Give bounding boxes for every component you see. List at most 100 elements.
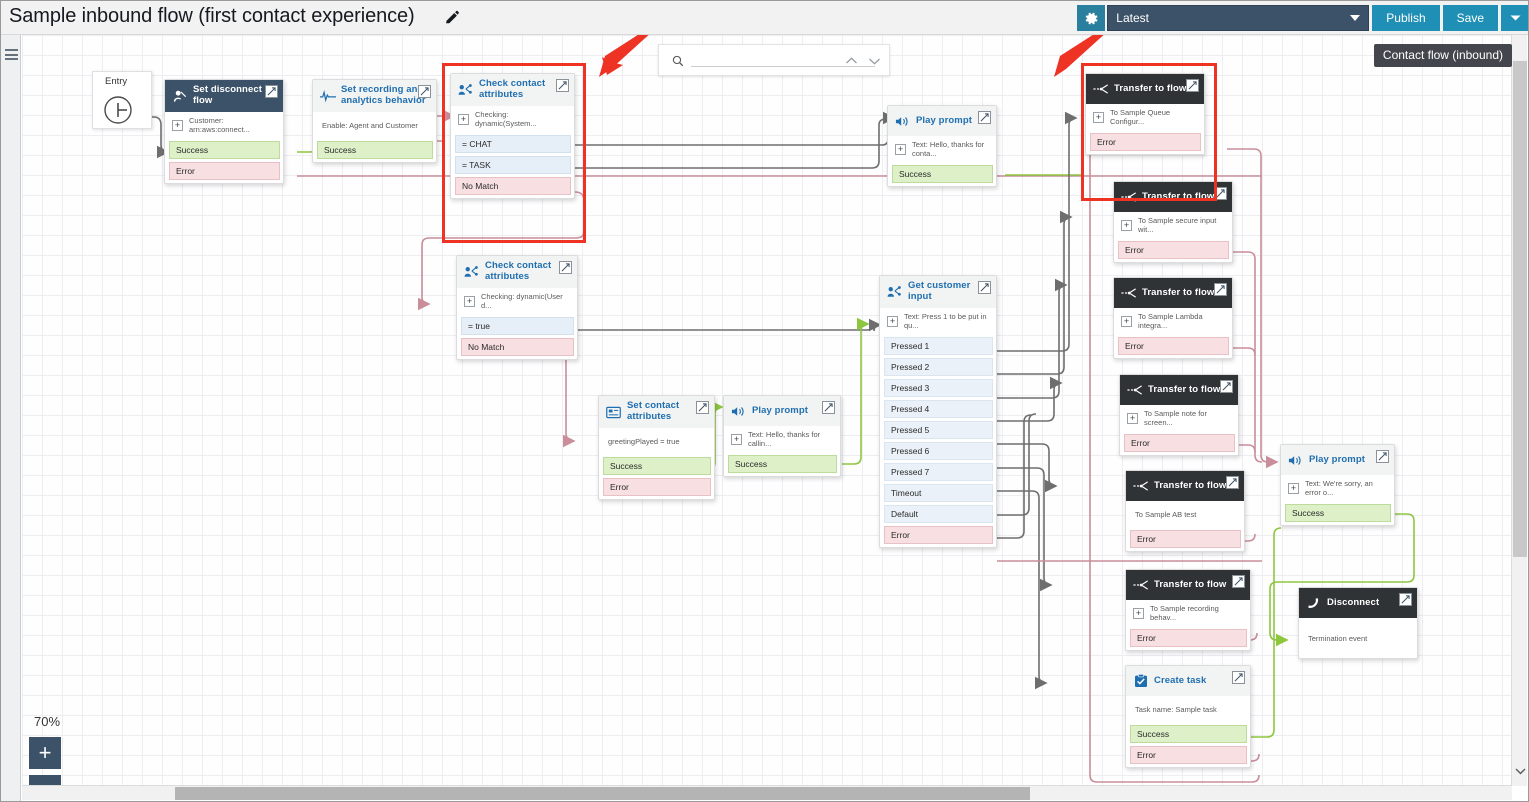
- hamburger-menu-icon[interactable]: [5, 49, 18, 60]
- node-check-contact-attributes-1[interactable]: Check contact attributes + Checking: dyn…: [450, 73, 575, 199]
- expand-icon[interactable]: [1376, 450, 1389, 463]
- node-header[interactable]: Transfer to flow: [1126, 570, 1250, 600]
- vertical-scrollbar[interactable]: [1511, 35, 1527, 786]
- node-header[interactable]: Get customer input: [880, 276, 996, 308]
- node-disconnect[interactable]: Disconnect Termination event: [1298, 587, 1418, 659]
- expand-icon[interactable]: [418, 85, 431, 98]
- expand-icon[interactable]: [822, 401, 835, 414]
- branch-default[interactable]: Default: [884, 505, 993, 523]
- node-set-recording-analytics[interactable]: Set recording and analytics behavior Ena…: [312, 79, 437, 163]
- expand-icon[interactable]: [1232, 575, 1245, 588]
- branch-no-match[interactable]: No Match: [455, 177, 571, 195]
- entry-point[interactable]: Entry: [92, 71, 152, 129]
- expand-icon[interactable]: [1399, 593, 1412, 606]
- node-parameter[interactable]: + To Sample Queue Configur...: [1086, 104, 1204, 130]
- plus-icon[interactable]: +: [731, 433, 742, 445]
- node-transfer-queue-configuration[interactable]: Transfer to flow + To Sample Queue Confi…: [1085, 73, 1205, 155]
- branch-error[interactable]: Error: [1090, 133, 1201, 151]
- branch-error[interactable]: Error: [1118, 337, 1229, 355]
- branch-success[interactable]: Success: [892, 165, 993, 183]
- branch-success[interactable]: Success: [169, 141, 280, 159]
- node-transfer-secure-input[interactable]: Transfer to flow + To Sample secure inpu…: [1113, 181, 1233, 263]
- branch-error[interactable]: Error: [1118, 241, 1229, 259]
- plus-icon[interactable]: +: [172, 119, 183, 131]
- node-header[interactable]: Play prompt: [724, 396, 840, 426]
- branch-true[interactable]: = true: [461, 317, 574, 335]
- node-header[interactable]: Transfer to flow: [1114, 182, 1232, 212]
- expand-icon[interactable]: [1214, 187, 1227, 200]
- plus-icon[interactable]: +: [1121, 219, 1132, 231]
- node-play-prompt-greeting-contact[interactable]: Play prompt + Text: Hello, thanks for co…: [887, 105, 997, 187]
- branch-pressed-7[interactable]: Pressed 7: [884, 463, 993, 481]
- branch-error[interactable]: Error: [169, 162, 280, 180]
- node-transfer-note-for-screen[interactable]: Transfer to flow + To Sample note for sc…: [1119, 374, 1239, 456]
- search-next-icon[interactable]: [868, 53, 881, 71]
- branch-timeout[interactable]: Timeout: [884, 484, 993, 502]
- plus-icon[interactable]: +: [458, 113, 469, 125]
- node-header[interactable]: Set contact attributes: [599, 396, 714, 428]
- branch-error[interactable]: Error: [603, 478, 711, 496]
- search-input[interactable]: [690, 51, 870, 67]
- branch-pressed-1[interactable]: Pressed 1: [884, 337, 993, 355]
- flow-canvas[interactable]: Entry Set disco: [22, 35, 1512, 787]
- branch-pressed-4[interactable]: Pressed 4: [884, 400, 993, 418]
- publish-button[interactable]: Publish: [1372, 5, 1440, 31]
- node-header[interactable]: Set disconnect flow: [165, 80, 283, 112]
- plus-icon[interactable]: +: [464, 295, 475, 307]
- plus-icon[interactable]: +: [1121, 315, 1132, 327]
- branch-chat[interactable]: = CHAT: [455, 135, 571, 153]
- branch-success[interactable]: Success: [1285, 504, 1391, 522]
- plus-icon[interactable]: +: [887, 315, 898, 327]
- search-prev-icon[interactable]: [845, 53, 858, 71]
- node-header[interactable]: Disconnect: [1299, 588, 1417, 618]
- branch-error[interactable]: Error: [1130, 530, 1241, 548]
- branch-error[interactable]: Error: [884, 526, 993, 544]
- branch-success[interactable]: Success: [317, 141, 433, 159]
- node-parameter[interactable]: Task name: Sample task: [1126, 696, 1250, 722]
- plus-icon[interactable]: +: [895, 143, 906, 155]
- node-play-prompt-error[interactable]: Play prompt + Text: We're sorry, an erro…: [1280, 444, 1395, 526]
- node-parameter[interactable]: Termination event: [1299, 618, 1417, 658]
- node-create-task[interactable]: Create task Task name: Sample task Succe…: [1125, 665, 1251, 768]
- expand-icon[interactable]: [1186, 79, 1199, 92]
- branch-no-match[interactable]: No Match: [461, 338, 574, 356]
- expand-icon[interactable]: [556, 79, 569, 92]
- node-header[interactable]: Transfer to flow: [1114, 278, 1232, 308]
- node-parameter[interactable]: + To Sample Lambda integra...: [1114, 308, 1232, 334]
- node-parameter[interactable]: To Sample AB test: [1126, 501, 1244, 527]
- node-parameter[interactable]: Enable: Agent and Customer: [313, 112, 436, 138]
- branch-success[interactable]: Success: [1130, 725, 1247, 743]
- vertical-scrollbar-thumb[interactable]: [1513, 61, 1527, 557]
- zoom-out-button[interactable]: −: [29, 775, 61, 787]
- expand-icon[interactable]: [696, 401, 709, 414]
- horizontal-scrollbar-thumb[interactable]: [175, 787, 1030, 800]
- expand-icon[interactable]: [265, 85, 278, 98]
- scroll-down-icon[interactable]: [1515, 762, 1526, 780]
- node-header[interactable]: Play prompt: [888, 106, 996, 136]
- node-header[interactable]: Check contact attributes: [457, 256, 577, 288]
- node-set-contact-attributes[interactable]: Set contact attributes greetingPlayed = …: [598, 395, 715, 500]
- expand-icon[interactable]: [1226, 476, 1239, 489]
- pencil-icon[interactable]: [444, 10, 460, 26]
- node-check-contact-attributes-2[interactable]: Check contact attributes + Checking: dyn…: [456, 255, 578, 360]
- node-parameter[interactable]: greetingPlayed = true: [599, 428, 714, 454]
- branch-error[interactable]: Error: [1130, 746, 1247, 764]
- expand-icon[interactable]: [1220, 380, 1233, 393]
- node-parameter[interactable]: + Checking: dynamic(System...: [451, 106, 574, 132]
- expand-icon[interactable]: [978, 111, 991, 124]
- node-parameter[interactable]: + To Sample secure input wit...: [1114, 212, 1232, 238]
- node-header[interactable]: Transfer to flow: [1086, 74, 1204, 104]
- branch-success[interactable]: Success: [728, 455, 837, 473]
- node-parameter[interactable]: + Checking: dynamic(User d...: [457, 288, 577, 314]
- plus-icon[interactable]: +: [1133, 607, 1144, 619]
- plus-icon[interactable]: +: [1288, 482, 1299, 494]
- branch-pressed-5[interactable]: Pressed 5: [884, 421, 993, 439]
- branch-pressed-2[interactable]: Pressed 2: [884, 358, 993, 376]
- plus-icon[interactable]: +: [1127, 412, 1138, 424]
- horizontal-scrollbar[interactable]: [22, 785, 1512, 800]
- plus-icon[interactable]: +: [1093, 111, 1104, 123]
- gear-icon[interactable]: [1077, 5, 1106, 31]
- node-transfer-ab-test[interactable]: Transfer to flow To Sample AB test Error: [1125, 470, 1245, 552]
- node-play-prompt-greeting-calling[interactable]: Play prompt + Text: Hello, thanks for ca…: [723, 395, 841, 477]
- branch-error[interactable]: Error: [1124, 434, 1235, 452]
